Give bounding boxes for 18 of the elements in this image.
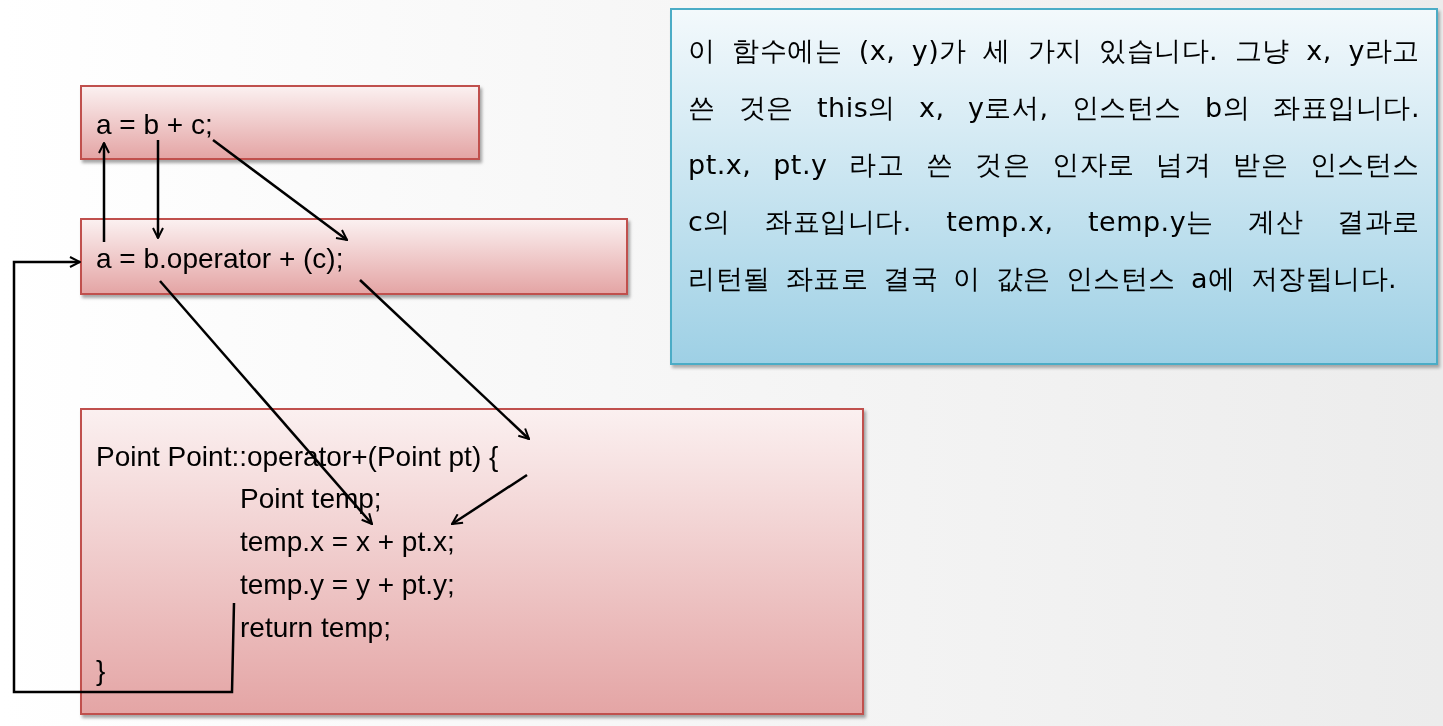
code-line: }: [96, 653, 106, 689]
code-text: a = b + c;: [96, 108, 213, 142]
arrow: [12, 256, 236, 694]
arrow: [359, 279, 530, 440]
code-line: temp.y = y + pt.y;: [230, 567, 455, 603]
code-line: return temp;: [240, 610, 391, 646]
code-box: [80, 85, 480, 160]
code-box: [80, 408, 864, 715]
arrow: [98, 142, 110, 242]
code-box: [80, 218, 628, 295]
code-line: temp.x = x + pt.x;: [240, 524, 455, 560]
arrow: [159, 280, 373, 525]
arrow: [451, 473, 528, 526]
arrow: [212, 139, 348, 241]
note-text: 이 함수에는 (x, y)가 세 가지 있습니다. 그냥 x, y라고 쓴 것은 this의 x, y로서, 인스턴스 b의 좌표입니다. pt.x, pt.y 라고 쓴 것은 인자로 넘겨 받은 인스턴스 c의 좌표입니다. temp.x, temp.y는 계산 결과로 리턴될 좌표로 결국 이 값은 인스턴스 a에 저장됩니다.: [688, 34, 1420, 296]
arrow: [152, 140, 164, 239]
note-box: [670, 8, 1438, 365]
code-text: a = b.operator + (c);: [96, 242, 344, 276]
